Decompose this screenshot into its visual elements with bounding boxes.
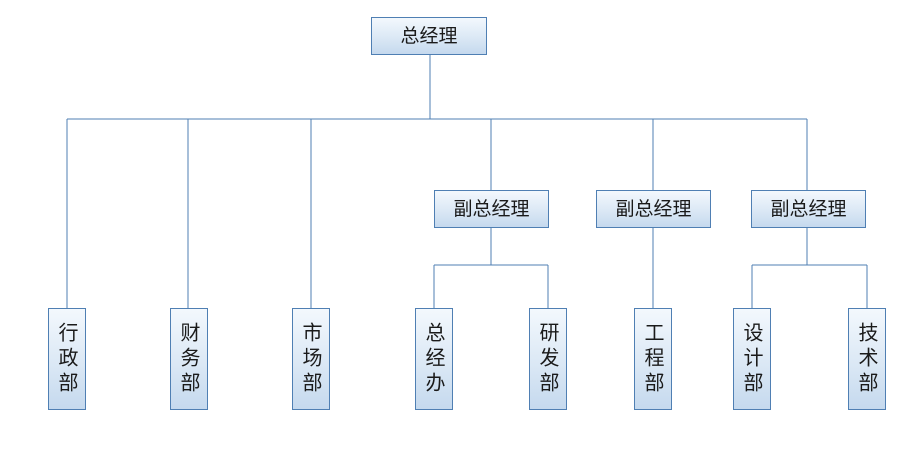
deputy-node-1: 副总经理	[434, 190, 549, 228]
dept-node-market: 市场部	[292, 308, 330, 410]
dept-node-label: 总经办	[422, 321, 446, 397]
deputy-node-label: 副总经理	[453, 197, 530, 220]
dept-node-finance: 财务部	[170, 308, 208, 410]
dept-node-admin: 行政部	[48, 308, 86, 410]
deputy-node-3: 副总经理	[751, 190, 866, 228]
dept-node-rnd: 研发部	[529, 308, 567, 410]
dept-node-label: 工程部	[641, 321, 665, 397]
root-node: 总经理	[371, 17, 487, 55]
dept-node-label: 财务部	[177, 321, 201, 397]
dept-node-label: 行政部	[55, 321, 79, 397]
dept-node-label: 市场部	[299, 321, 323, 397]
dept-node-label: 技术部	[855, 321, 879, 397]
dept-node-label: 研发部	[536, 321, 560, 397]
dept-node-design: 设计部	[733, 308, 771, 410]
root-node-label: 总经理	[400, 24, 458, 47]
dept-node-engineering: 工程部	[634, 308, 672, 410]
dept-node-label: 设计部	[740, 321, 764, 397]
dept-node-tech: 技术部	[848, 308, 886, 410]
deputy-node-2: 副总经理	[596, 190, 711, 228]
deputy-node-label: 副总经理	[770, 197, 847, 220]
dept-node-gm-office: 总经办	[415, 308, 453, 410]
deputy-node-label: 副总经理	[615, 197, 692, 220]
